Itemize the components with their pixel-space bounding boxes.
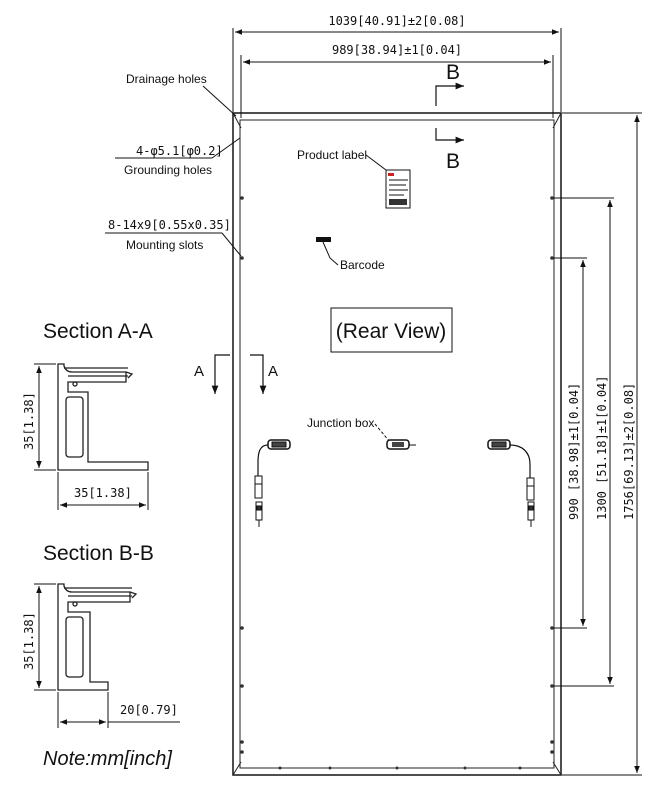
section-b-width-dimension — [57, 692, 180, 728]
height-1300-dimension — [554, 197, 614, 687]
barcode-sticker — [316, 237, 331, 242]
frame-holes — [240, 196, 554, 770]
section-b-profile — [57, 583, 138, 691]
height-1756-label: 1756[69.13]±2[0.08] — [622, 383, 636, 520]
height-1756-dimension — [562, 112, 642, 776]
marker-b-top: B — [446, 61, 460, 84]
section-a-width-dimension — [57, 472, 149, 510]
section-a-title: Section A-A — [43, 320, 153, 343]
junction-box-left — [254, 439, 291, 527]
product-label-text: Product label — [297, 148, 367, 162]
grounding-holes-label: Grounding holes — [124, 163, 212, 177]
inner-width-dimension — [240, 55, 554, 118]
barcode-label: Barcode — [340, 258, 385, 272]
height-1300-label: 1300 [51.18]±1[0.04] — [595, 376, 609, 521]
section-b-marker — [435, 82, 464, 144]
junction-box-right — [487, 439, 535, 527]
drainage-holes-label: Drainage holes — [126, 72, 207, 86]
overall-width-dimension — [232, 28, 562, 112]
section-a-marker — [211, 354, 267, 394]
height-990-dimension — [554, 257, 587, 629]
inner-width-label: 989[38.94]±1[0.04] — [332, 43, 462, 57]
grounding-spec-label: 4-φ5.1[φ0.2] — [136, 144, 223, 158]
marker-a-left: A — [194, 363, 204, 380]
section-b-height-label: 35[1.38] — [22, 612, 36, 670]
mounting-slots-label: Mounting slots — [126, 238, 203, 252]
mounting-spec-label: 8-14x9[0.55x0.35] — [108, 218, 231, 232]
marker-a-right: A — [268, 363, 278, 380]
section-a-height-dimension — [34, 363, 56, 471]
rear-view-box — [330, 307, 453, 353]
marker-b-bottom: B — [446, 150, 460, 173]
section-a-height-label: 35[1.38] — [22, 392, 36, 450]
section-b-height-dimension — [34, 583, 56, 691]
section-b-title: Section B-B — [43, 542, 154, 565]
height-990-label: 990 [38.98]±1[0.04] — [567, 383, 581, 520]
product-label-sticker — [385, 169, 411, 209]
junction-box-label: Junction box — [307, 416, 374, 430]
overall-width-label: 1039[40.91]±2[0.08] — [328, 14, 465, 28]
section-a-profile — [57, 363, 149, 471]
junction-box-center — [386, 439, 416, 450]
rear-view-label: (Rear View) — [336, 320, 446, 343]
units-note: Note:mm[inch] — [43, 748, 172, 770]
section-b-width-label: 20[0.79] — [120, 703, 178, 717]
section-a-width-label: 35[1.38] — [74, 486, 132, 500]
